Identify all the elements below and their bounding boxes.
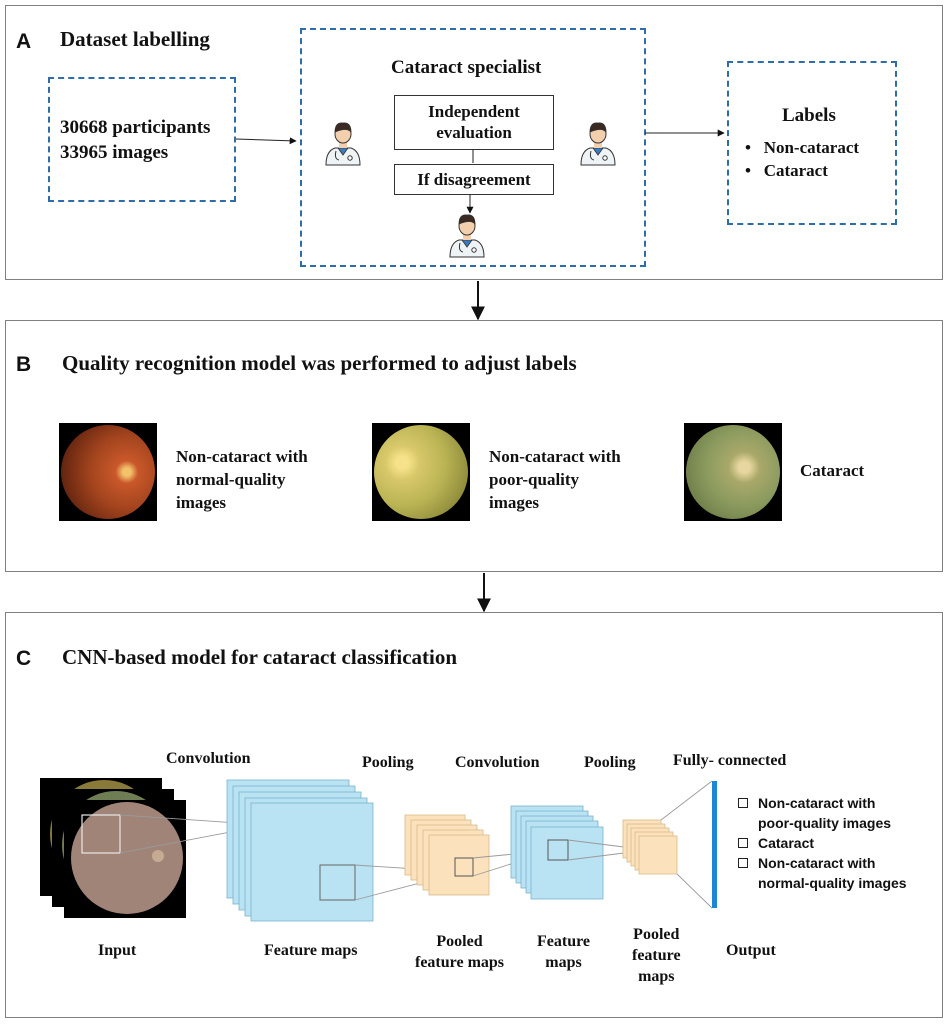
output-checkbox-cataract	[738, 838, 748, 848]
label-cataract: Cataract	[763, 161, 828, 180]
input-label: Input	[98, 942, 137, 959]
pooled-maps-1	[404, 814, 490, 896]
fundus-poor-label: Non-cataract with poor-quality images	[489, 445, 621, 514]
label-line: Cataract	[800, 461, 865, 480]
fundus-normal-label: Non-cataract with normal-quality images	[176, 445, 308, 514]
stage-fc-label: Fully- connected	[673, 752, 787, 769]
fundus-cataract-disc	[686, 425, 780, 519]
label-line: feature	[632, 947, 681, 964]
dataset-box: 30668 participants 33965 images	[48, 77, 236, 202]
doctor-icon-left	[325, 122, 361, 166]
fully-connected-bar	[712, 781, 717, 908]
label-line: Pooled	[633, 926, 680, 943]
label-line: images	[489, 493, 540, 512]
fundus-poor-disc	[374, 425, 468, 519]
panel-a-title: Dataset labelling	[60, 27, 210, 51]
output-label: Output	[726, 942, 776, 959]
label-line: Non-cataract with	[489, 447, 621, 466]
disagreement-text: If disagreement	[417, 170, 531, 189]
stage-pool2-label: Pooling	[584, 754, 636, 771]
pooled1-label: Pooled feature maps	[415, 931, 504, 973]
input-image-stack	[40, 778, 186, 918]
panel-c-letter: C	[16, 647, 32, 670]
fc-projection-lines	[660, 780, 713, 909]
specialist-title: Cataract specialist	[391, 57, 542, 78]
label-line: Non-cataract with	[758, 795, 876, 811]
specialist-box: Cataract specialist	[300, 28, 646, 267]
label-line: poor-quality	[489, 470, 580, 489]
panel-b-letter: B	[16, 353, 32, 376]
arrow-dataset-to-specialist	[235, 137, 297, 145]
output-checkbox-poor	[738, 798, 748, 808]
disagreement-box: If disagreement	[394, 164, 554, 195]
images-text: 33965 images	[60, 142, 169, 163]
fundus-image-normal	[59, 423, 157, 521]
label-line: Cataract	[758, 835, 815, 851]
label-line: feature maps	[415, 954, 505, 971]
fundus-image-cataract	[684, 423, 782, 521]
label-line: maps	[545, 954, 582, 971]
label-line: poor-quality images	[758, 815, 892, 831]
panel-c-title: CNN-based model for cataract classificat…	[62, 645, 458, 669]
independent-evaluation-text: Independent evaluation	[428, 102, 520, 142]
labels-box: Labels • Non-cataract • Cataract	[727, 61, 897, 225]
pooled-maps-2	[622, 819, 678, 875]
stage-pool1-label: Pooling	[362, 754, 414, 771]
output-item-normal: Non-cataract with normal-quality images	[758, 853, 907, 893]
doctor-icon-right	[580, 122, 616, 166]
stage-conv1-label: Convolution	[166, 750, 251, 767]
fundus-image-poor	[372, 423, 470, 521]
label-line: Non-cataract with	[176, 447, 308, 466]
label-line: maps	[638, 968, 675, 985]
panel-a-letter: A	[16, 30, 32, 53]
fundus-normal-disc	[61, 425, 155, 519]
label-line: Non-cataract with	[758, 855, 876, 871]
label-line: normal-quality images	[758, 875, 907, 891]
output-item-cataract: Cataract	[758, 833, 814, 853]
output-item-poor: Non-cataract with poor-quality images	[758, 793, 891, 833]
label-line: normal-quality	[176, 470, 286, 489]
label-item: • Cataract	[745, 161, 828, 180]
pooled2-label: Pooled feature maps	[632, 924, 681, 987]
panel-a: A Dataset labelling 30668 participants 3…	[5, 5, 943, 280]
feature2-label: Feature maps	[537, 931, 590, 973]
labels-title: Labels	[782, 105, 836, 126]
output-checkbox-normal	[738, 858, 748, 868]
doctor-icon-bottom	[449, 214, 485, 258]
label-item: • Non-cataract	[745, 138, 860, 157]
label-line: Feature	[537, 933, 591, 950]
participants-text: 30668 participants	[60, 117, 211, 138]
fundus-cataract-label: Cataract	[800, 459, 864, 482]
feature-maps-label: Feature maps	[264, 942, 358, 959]
panel-b-title: Quality recognition model was performed …	[62, 351, 577, 375]
stage-conv2-label: Convolution	[455, 754, 540, 771]
feature-maps-2	[510, 805, 604, 900]
label-non-cataract: Non-cataract	[763, 138, 860, 157]
independent-evaluation-box: Independent evaluation	[394, 95, 554, 150]
feature-maps-1	[226, 779, 374, 922]
label-line: Pooled	[436, 933, 483, 950]
label-line: images	[176, 493, 227, 512]
panel-b: B Quality recognition model was performe…	[5, 320, 943, 572]
